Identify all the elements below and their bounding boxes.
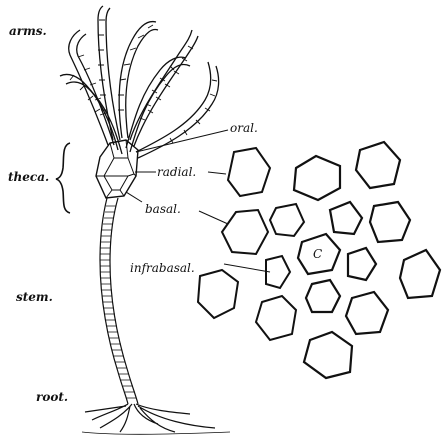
plate-lower-left-2 (256, 296, 296, 340)
root-branches (85, 404, 215, 432)
stem-outline-left (100, 198, 128, 404)
ring-plate-lower-1 (306, 280, 340, 312)
root-system (82, 404, 230, 434)
plate-group (198, 148, 304, 340)
arm-1b (77, 34, 114, 145)
stem-outline-right (110, 198, 138, 404)
plate-basal-separate (222, 210, 268, 254)
label-center-mark: C (313, 247, 322, 261)
label-theca: theca. (8, 170, 49, 184)
label-infrabasal: infrabasal. (130, 261, 195, 275)
label-arms: arms. (9, 24, 47, 38)
plate-radial-separate (228, 148, 270, 196)
ring-plate-top-1 (294, 156, 340, 200)
ring-plate-lower-2 (346, 292, 388, 334)
label-root: root. (36, 390, 68, 404)
label-basal: basal. (145, 202, 181, 216)
label-radial: radial. (157, 165, 196, 179)
infrabasal-leader (224, 264, 270, 272)
theca-brace (56, 143, 70, 213)
ring-plate-mid-1 (330, 202, 362, 234)
ring-plate-mid-2 (370, 202, 410, 242)
ring-plate-far-right (400, 250, 440, 298)
arm-3b (126, 30, 158, 138)
label-oral: oral. (230, 121, 258, 135)
crinoid-arms (60, 6, 219, 158)
basal-leader (126, 192, 142, 202)
ground-line (82, 432, 230, 434)
ring-plate-top-2 (356, 142, 400, 188)
plate-small-upper (270, 204, 304, 236)
stem-columnals (100, 206, 136, 398)
stem (100, 198, 138, 404)
radial-to-plate-leader (208, 172, 226, 174)
ring-plate-bottom (304, 332, 352, 378)
label-stem: stem. (16, 290, 53, 304)
ring-plate-center-right (348, 248, 376, 280)
plate-lower-left-1 (198, 270, 238, 318)
basal-to-plate-leader (199, 211, 228, 224)
arm-6 (60, 74, 118, 150)
